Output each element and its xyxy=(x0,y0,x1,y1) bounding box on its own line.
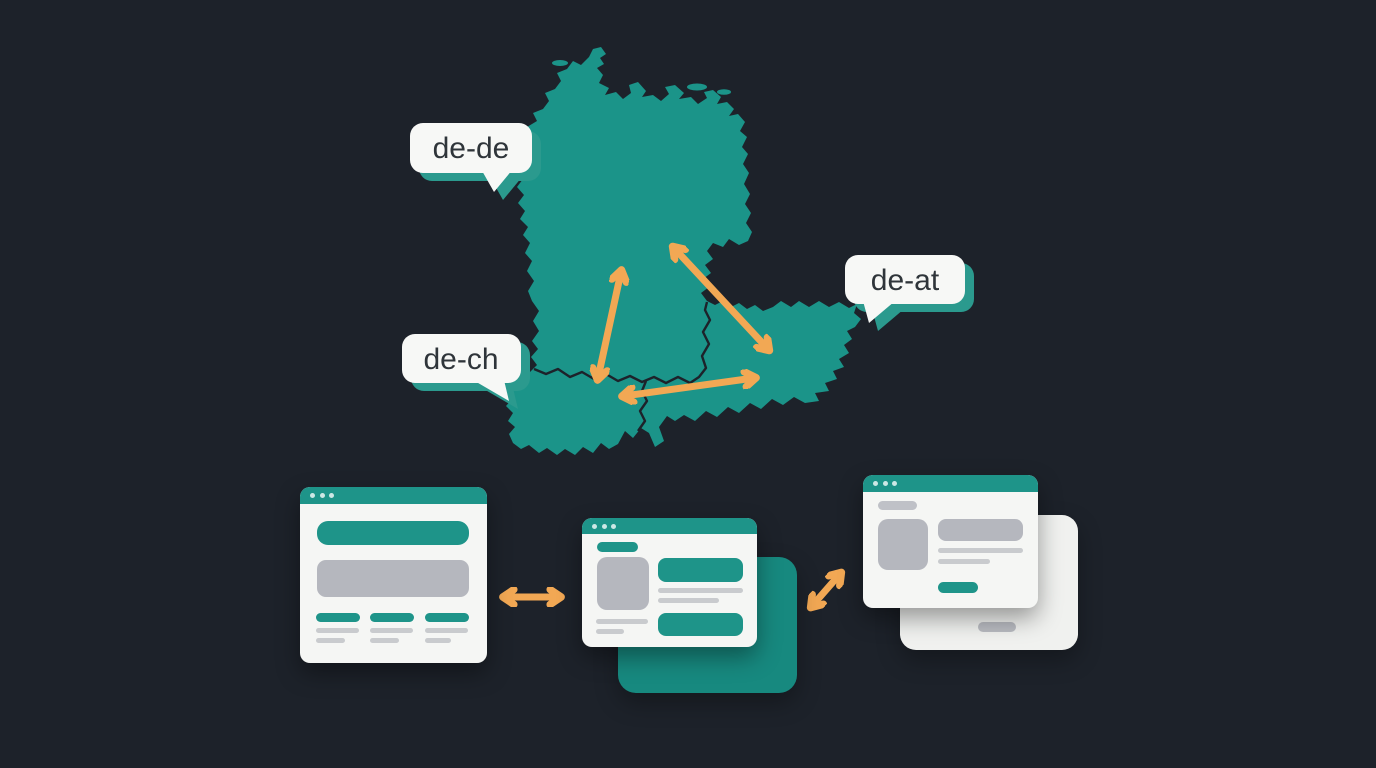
window-dot xyxy=(592,523,597,529)
text-line xyxy=(425,638,451,643)
browser-window-at xyxy=(863,475,1038,608)
double-headed-arrow xyxy=(624,378,754,396)
window-dot xyxy=(601,523,607,529)
nav-pill-placeholder xyxy=(597,542,638,552)
text-line xyxy=(370,628,413,633)
window-control-dots xyxy=(873,481,897,486)
window-dot xyxy=(873,481,878,486)
label-bubble-de-de: de-de xyxy=(410,123,541,200)
island-shape xyxy=(717,89,731,95)
window-dot xyxy=(329,493,334,498)
window-dot xyxy=(310,493,315,498)
island-shape xyxy=(552,60,568,66)
window-titlebar xyxy=(300,487,487,504)
label-bubble-de-ch: de-ch xyxy=(402,334,530,409)
text-line xyxy=(425,628,468,633)
hero-banner-placeholder xyxy=(317,521,469,545)
column-heading-pill xyxy=(370,613,414,622)
text-line xyxy=(316,638,345,643)
window-titlebar xyxy=(863,475,1038,492)
label-bubble-de-at: de-at xyxy=(845,255,974,331)
hreflang-label-de-ch: de-ch xyxy=(423,343,498,376)
window-control-dots xyxy=(592,523,616,529)
double-headed-arrow xyxy=(674,248,768,349)
text-line xyxy=(658,598,719,603)
browser-window-de xyxy=(300,487,487,663)
text-line xyxy=(370,638,399,643)
image-placeholder xyxy=(878,519,928,570)
text-line xyxy=(596,629,624,634)
window-dot xyxy=(611,523,616,529)
browser-window-ch xyxy=(582,518,757,647)
window-control-dots xyxy=(310,493,334,498)
map-sync-arrows xyxy=(598,248,768,396)
window-sync-arrows xyxy=(505,574,840,606)
image-placeholder xyxy=(597,557,649,610)
text-line xyxy=(658,588,743,593)
hreflang-label-de-at: de-at xyxy=(871,264,940,297)
window-dot xyxy=(892,481,897,486)
dach-region-map-silhouette xyxy=(506,47,861,455)
content-block-teal xyxy=(658,558,743,582)
content-block-teal xyxy=(658,613,743,636)
double-headed-arrow xyxy=(598,272,621,378)
window-dot xyxy=(882,481,888,486)
text-line xyxy=(938,548,1023,553)
image-placeholder xyxy=(317,560,469,597)
double-headed-arrow xyxy=(812,574,840,606)
content-block xyxy=(938,519,1023,541)
cta-button-pill xyxy=(938,582,978,593)
column-heading-pill xyxy=(316,613,360,622)
column-heading-pill xyxy=(425,613,469,622)
text-line xyxy=(938,559,990,564)
text-line xyxy=(596,619,648,624)
text-pill xyxy=(978,622,1016,632)
hreflang-label-de-de: de-de xyxy=(433,132,510,165)
breadcrumb-pill xyxy=(878,501,917,510)
island-shape xyxy=(687,83,707,91)
window-dot xyxy=(319,493,325,498)
window-titlebar xyxy=(582,518,757,534)
text-line xyxy=(316,628,359,633)
